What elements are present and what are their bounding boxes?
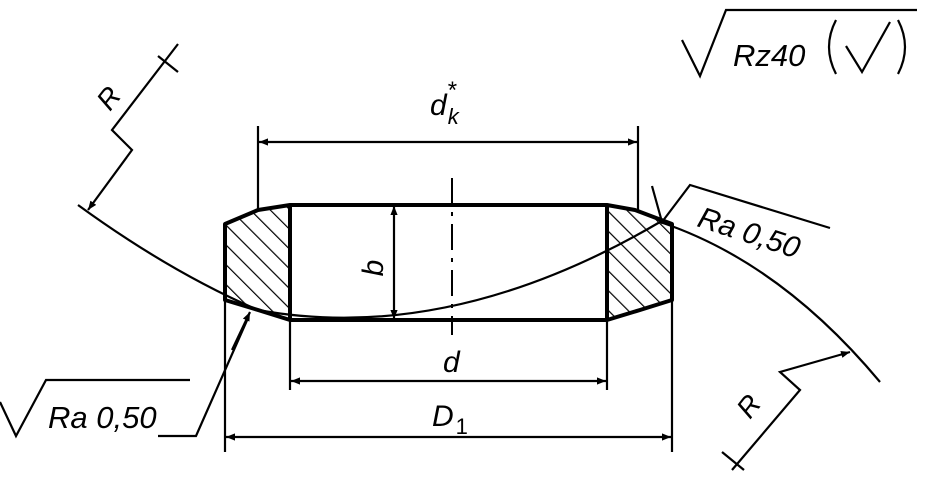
label-D1-sub: 1: [456, 414, 468, 439]
section-left-hatch: [223, 203, 292, 322]
label-d: d: [443, 346, 461, 379]
label-R-bottom: R: [730, 389, 767, 424]
label-ra-right: Ra 0,50: [694, 201, 804, 265]
label-dk: dk*: [430, 77, 460, 129]
label-dk-star: *: [447, 77, 457, 104]
label-D1: D1: [432, 400, 468, 439]
label-rz-top: Rz40: [733, 38, 805, 73]
label-ra-left: Ra 0,50: [48, 400, 157, 435]
label-b: b: [357, 260, 390, 277]
label-dk-sub: k: [448, 104, 460, 129]
label-R-top: R: [90, 81, 127, 116]
radius-leader-bottom: R: [721, 350, 851, 471]
roughness-symbol-general: Rz40: [681, 8, 917, 79]
radius-leader-top: R: [87, 43, 179, 211]
label-dk-base: d: [430, 89, 448, 122]
label-D1-base: D: [432, 400, 454, 433]
roughness-symbol-left: Ra 0,50: [0, 311, 251, 439]
seat-arc: [77, 204, 881, 383]
roughness-symbol-right: Ra 0,50: [650, 183, 831, 265]
